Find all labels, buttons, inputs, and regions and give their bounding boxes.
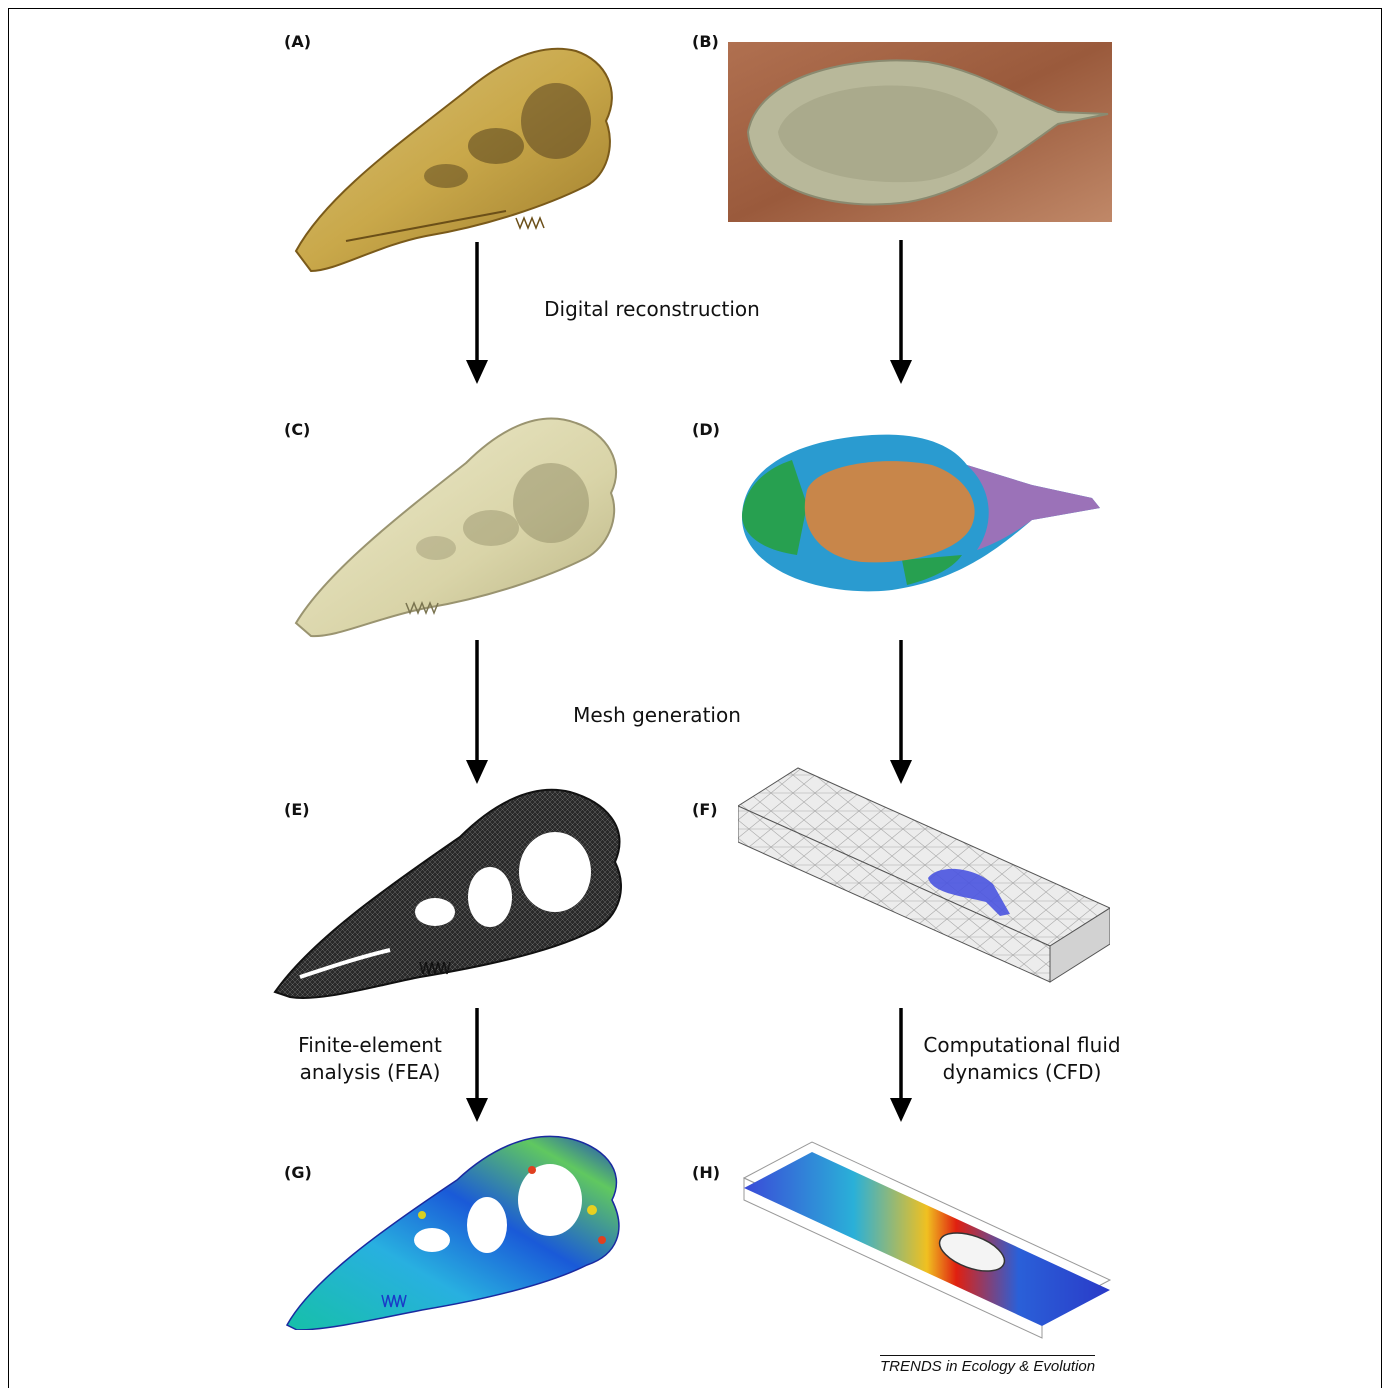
panel-label-b: (B) [692, 32, 719, 51]
arrow-b-to-d [888, 240, 914, 384]
fossil-skull-photo [286, 36, 632, 276]
journal-footer: TRENDS in Ecology & Evolution [880, 1355, 1095, 1375]
step-label-cfd-line2: dynamics (CFD) [912, 1059, 1132, 1086]
fossil-rock-photo [728, 42, 1112, 222]
arrow-f-to-h [888, 1008, 914, 1122]
mesh-skull-model [270, 782, 640, 1002]
step-label-cfd-line1: Computational fluid [912, 1032, 1132, 1059]
cfd-flow-result [742, 1140, 1112, 1340]
panel-label-h: (H) [692, 1163, 720, 1182]
step-label-mesh-generation: Mesh generation [542, 702, 772, 729]
panel-label-d: (D) [692, 420, 720, 439]
fea-stress-result [282, 1130, 634, 1330]
arrow-a-to-c [464, 242, 490, 384]
step-label-digital-reconstruction: Digital reconstruction [532, 296, 772, 323]
arrow-e-to-g [464, 1008, 490, 1122]
panel-label-f: (F) [692, 800, 718, 819]
step-label-cfd: Computational fluid dynamics (CFD) [912, 1032, 1132, 1086]
segmented-fossil-model [732, 430, 1104, 600]
arrow-c-to-e [464, 640, 490, 784]
step-label-fea: Finite-element analysis (FEA) [280, 1032, 460, 1086]
digital-skull-model [286, 408, 632, 640]
arrow-d-to-f [888, 640, 914, 784]
cfd-mesh-domain [738, 766, 1110, 986]
step-label-fea-line2: analysis (FEA) [280, 1059, 460, 1086]
step-label-fea-line1: Finite-element [280, 1032, 460, 1059]
